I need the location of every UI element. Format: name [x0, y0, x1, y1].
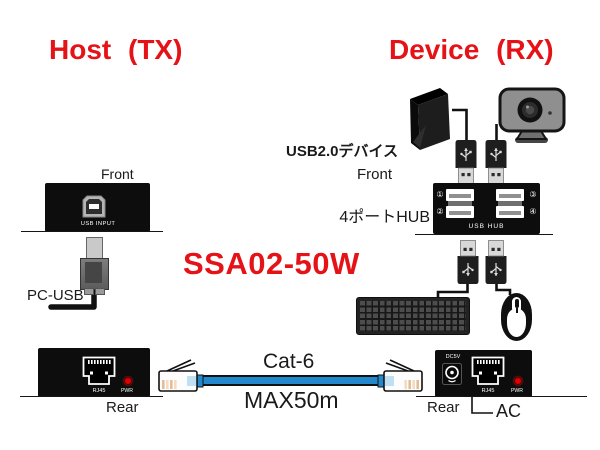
usb-hub-label: USB HUB: [468, 223, 505, 230]
dc5v-label: DC5V: [445, 354, 461, 360]
hub-port-number: ①: [436, 190, 444, 199]
pc-usb-label: PC-USB: [27, 287, 84, 304]
usb-a-plug-icon: [485, 140, 507, 184]
usb-hub-panel: ① ② ③ ④ USB HUB: [433, 183, 540, 234]
cable-type-label: Cat-6: [263, 350, 315, 373]
pwr-label: PWR: [510, 388, 524, 394]
dc-jack-icon: [442, 363, 462, 385]
usb-b-plug-inner: [85, 262, 102, 283]
hub-port-stack: [498, 199, 522, 206]
usb-a-plug-icon: [455, 140, 477, 184]
model-number: SSA02-50W: [183, 246, 360, 281]
usb-b-plug-body: [80, 258, 109, 290]
usb-port: [446, 206, 474, 218]
keyboard-icon: [356, 297, 470, 335]
host-tx-title: Host (TX): [49, 34, 183, 65]
pwr-led: [124, 377, 132, 385]
pwr-led: [514, 377, 522, 385]
usb-port: [496, 206, 524, 218]
hub-port-number: ②: [436, 207, 444, 216]
usb-a-plug-icon: [485, 240, 507, 284]
hub-port-number: ③: [529, 190, 537, 199]
tx-rear-label: Rear: [106, 399, 139, 416]
usb-b-port-icon: [82, 195, 106, 218]
tx-front-baseline: [21, 231, 163, 232]
cat6-cable: [202, 375, 378, 386]
usb-port: [496, 189, 524, 201]
usb-b-plug-foot: [95, 288, 105, 295]
rj45-port-label: RJ45: [481, 388, 495, 394]
tx-front-label: Front: [101, 166, 134, 182]
hub-baseline: [415, 234, 553, 235]
ac-bracket-line: [471, 397, 493, 414]
rx-rear-baseline: [416, 396, 587, 397]
pwr-label: PWR: [120, 388, 134, 394]
rx-rear-label: Rear: [427, 399, 460, 416]
rj45-port-label: RJ45: [92, 388, 106, 394]
tx-rear-panel: RJ45 PWR: [38, 348, 150, 397]
usb2-devices-label: USB2.0デバイス: [286, 143, 399, 160]
hdd-icon: [410, 88, 450, 150]
ac-label: AC: [496, 401, 522, 421]
mouse-icon: [501, 293, 532, 341]
rj45-connector-icon: [158, 359, 204, 392]
cable-length-label: MAX50m: [244, 387, 339, 413]
hub-side-label: 4ポートHUB: [339, 209, 430, 226]
usb-port: [446, 189, 474, 201]
usb-a-plug-icon: [457, 240, 479, 284]
webcam-icon: [498, 87, 566, 143]
tx-front-panel: USB INPUT: [45, 183, 150, 232]
rj45-port-icon: [82, 356, 116, 385]
rj45-port-icon: [471, 356, 505, 385]
device-rx-title: Device (RX): [389, 34, 554, 65]
tx-rear-baseline: [20, 396, 163, 397]
rx-front-label: Front: [357, 166, 393, 183]
rx-rear-panel: DC5V RJ45 PWR: [435, 350, 532, 397]
hub-port-number: ④: [529, 207, 537, 216]
rj45-connector-icon: [377, 359, 423, 392]
usb-input-label: USB INPUT: [80, 221, 116, 227]
hub-port-stack: [448, 199, 472, 206]
usb-b-plug-foot: [84, 288, 94, 295]
